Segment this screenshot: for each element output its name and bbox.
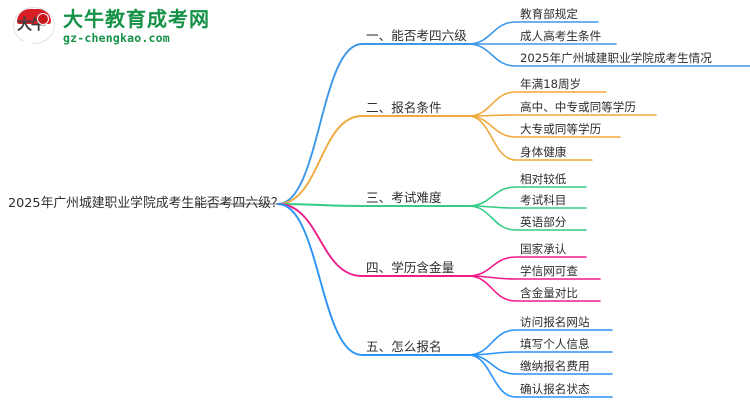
brand-domain: gz-chengkao.com	[63, 31, 170, 45]
mindmap-leaf-2-2[interactable]: 高中、中专或同等学历	[520, 100, 636, 114]
mindmap-leaf-5-3[interactable]: 缴纳报名费用	[520, 359, 590, 373]
leaf-curve-1-1	[467, 21, 517, 45]
mindmap-leaf-4-3[interactable]: 含金量对比	[520, 286, 578, 300]
mindmap-branch-5[interactable]: 五、怎么报名	[366, 339, 442, 354]
mindmap-leaf-2-4[interactable]: 身体健康	[520, 145, 567, 159]
leaf-curve-5-3	[467, 354, 517, 375]
brand-name: 大牛教育成考网	[63, 7, 210, 31]
branch-curve-1	[277, 43, 363, 205]
mindmap-leaf-5-1[interactable]: 访问报名网站	[520, 315, 590, 329]
branch-curve-4	[277, 203, 363, 277]
mindmap-leaf-4-1[interactable]: 国家承认	[520, 242, 567, 256]
leaf-curve-2-3	[467, 115, 517, 138]
leaf-curve-4-1	[467, 256, 517, 277]
mindmap-branch-3[interactable]: 三、考试难度	[366, 190, 442, 205]
leaf-curve-1-3	[467, 43, 517, 67]
red-seal-dot-icon	[37, 13, 49, 25]
leaf-curve-3-3	[467, 205, 517, 231]
branch-curve-2	[277, 115, 363, 205]
mindmap-leaf-3-3[interactable]: 英语部分	[520, 215, 567, 229]
leaf-curve-3-1	[467, 186, 517, 207]
mindmap-leaf-1-3[interactable]: 2025年广州城建职业学院成考生情况	[520, 51, 712, 65]
mindmap-branch-1[interactable]: 一、能否考四六级	[366, 28, 467, 43]
leaf-curve-2-1	[467, 91, 517, 117]
mindmap-leaf-3-1[interactable]: 相对较低	[520, 172, 567, 186]
site-logo[interactable]: 大牛 大牛教育成考网 gz-chengkao.com	[12, 6, 210, 48]
mindmap-branch-4[interactable]: 四、学历含金量	[366, 260, 455, 275]
mindmap-leaf-5-4[interactable]: 确认报名状态	[520, 382, 590, 396]
leaf-curve-5-1	[467, 329, 517, 356]
leaf-curve-5-4	[467, 354, 517, 398]
mindmap-leaf-2-3[interactable]: 大专或同等学历	[520, 122, 602, 136]
mindmap-leaf-3-2[interactable]: 考试科目	[520, 193, 567, 207]
branch-curve-5	[277, 203, 363, 356]
mindmap-leaf-1-1[interactable]: 教育部规定	[520, 7, 578, 21]
mindmap-branch-2[interactable]: 二、报名条件	[366, 100, 442, 115]
leaf-curve-4-3	[467, 275, 517, 302]
mindmap-leaf-4-2[interactable]: 学信网可查	[520, 264, 578, 278]
logo-text-block: 大牛教育成考网 gz-chengkao.com	[63, 8, 210, 46]
leaf-curve-2-4	[467, 115, 517, 161]
mindmap-leaf-5-2[interactable]: 填写个人信息	[520, 337, 590, 351]
mindmap-leaf-2-1[interactable]: 年满18周岁	[520, 77, 582, 91]
branch-curve-3	[277, 203, 363, 207]
niu-bubble-logo-icon: 大牛	[12, 6, 56, 48]
mindmap-root-node[interactable]: 2025年广州城建职业学院成考生能否考四六级？	[8, 196, 284, 211]
mindmap-leaf-1-2[interactable]: 成人高考生条件	[520, 29, 602, 43]
